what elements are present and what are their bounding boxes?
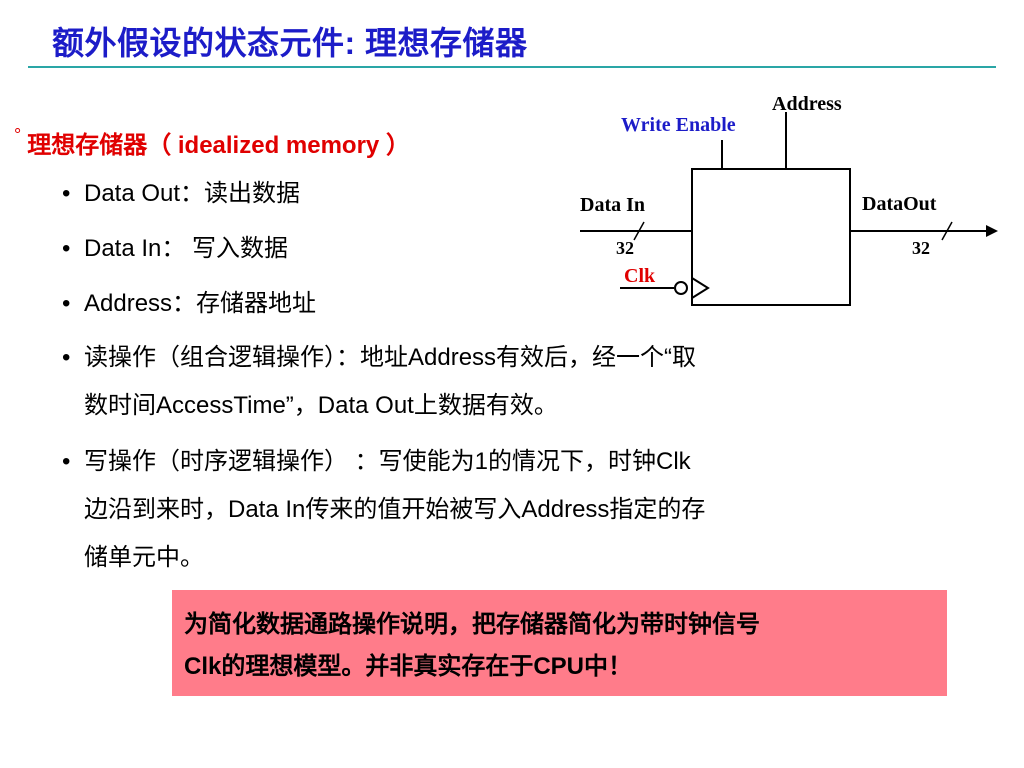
bullet-write-op: • 写操作（时序逻辑操作） ：写使能为1的情况下，时钟Clk 边沿到来时，Data…: [62, 438, 705, 582]
bullet-read-op: • 读操作（组合逻辑操作）：地址Address有效后，经一个“取 数时间Acces…: [62, 334, 696, 430]
memory-block: [691, 168, 851, 306]
bullet-address: • Address：存储器地址: [62, 280, 316, 328]
main-bullet-text: 理想存储器（ idealized memory ）: [27, 132, 410, 159]
clk-triangle: [691, 277, 710, 299]
note-line-1: 为简化数据通路操作说明，把存储器简化为带时钟信号: [184, 611, 760, 638]
data-out-arrow: [986, 225, 998, 237]
note-line-2: Clk的理想模型。并非真实存在于CPU中！: [184, 653, 633, 680]
bullet-dot-icon: •: [62, 448, 71, 475]
slide-title: 额外假设的状态元件: 理想存储器: [52, 25, 528, 61]
bullet-text-continued: 边沿到来时，Data In传来的值开始被写入Address指定的存: [84, 496, 706, 523]
write-enable-label: Write Enable: [621, 114, 736, 136]
bullet-text-continued: 储单元中。: [84, 544, 204, 571]
data-in-width-label: 32: [616, 238, 634, 258]
data-out-width-label: 32: [912, 238, 930, 258]
bullet-text: 读操作（组合逻辑操作）：地址Address有效后，经一个“取: [84, 344, 697, 371]
data-out-width-slash: [941, 221, 953, 241]
data-in-label: Data In: [580, 194, 645, 216]
clk-bubble: [674, 281, 688, 295]
address-label: Address: [772, 93, 842, 115]
note-box: 为简化数据通路操作说明，把存储器简化为带时钟信号 Clk的理想模型。并非真实存在…: [172, 590, 947, 696]
bullet-dot-icon: •: [62, 344, 71, 371]
bullet-text: Address：存储器地址: [84, 290, 317, 317]
title-divider: [28, 66, 996, 68]
bullet-data-out: • Data Out：读出数据: [62, 170, 300, 218]
bullet-ring-icon: °: [14, 125, 22, 145]
data-out-label: DataOut: [862, 193, 937, 215]
bullet-text: Data Out：读出数据: [84, 180, 301, 207]
clk-label: Clk: [624, 265, 656, 287]
bullet-dot-icon: •: [62, 180, 71, 207]
bullet-dot-icon: •: [62, 235, 71, 262]
bullet-data-in: • Data In： 写入数据: [62, 225, 288, 273]
memory-diagram: Address Write Enable Data In DataOut 32 …: [580, 93, 998, 306]
bullet-text-continued: 数时间AccessTime”，Data Out上数据有效。: [84, 392, 558, 419]
bullet-text: 写操作（时序逻辑操作） ：写使能为1的情况下，时钟Clk: [84, 448, 691, 475]
bullet-dot-icon: •: [62, 290, 71, 317]
data-in-width-slash: [633, 221, 645, 241]
bullet-text: Data In： 写入数据: [84, 235, 289, 262]
main-bullet: °理想存储器（ idealized memory ）: [14, 125, 410, 160]
